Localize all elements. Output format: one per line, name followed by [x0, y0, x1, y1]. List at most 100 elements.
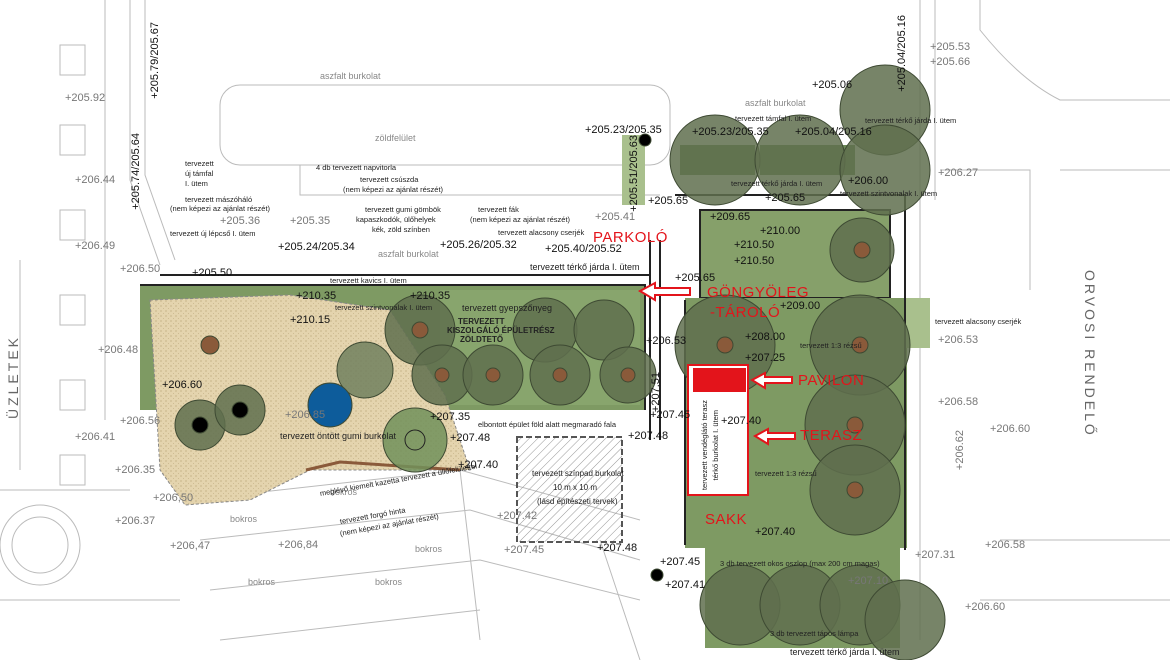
elevation: +207.45 — [504, 544, 545, 556]
elevation: +206.60 — [162, 379, 203, 391]
trees — [174, 64, 946, 660]
pavilion-block — [693, 368, 746, 392]
green-strip — [622, 135, 645, 205]
elevation: +210.50 — [734, 239, 775, 251]
elevation: +205.92 — [65, 92, 106, 104]
surface-label: aszfalt burkolat — [745, 98, 806, 108]
elevation: +205.79/205.67 — [149, 22, 161, 99]
note: tervezett csúszda — [360, 175, 419, 184]
note: 3 db tervezett okos oszlop (max 200 cm m… — [720, 559, 880, 568]
note: tervezett térkő járda I. ütem — [790, 647, 900, 657]
elevation: +206.60 — [965, 601, 1006, 613]
label-packaging: GÖNGYÖLEG — [707, 284, 810, 301]
note: kapaszkodók, ülőhelyek — [356, 215, 436, 224]
surface-label: bokros — [230, 514, 258, 524]
elevation: +209.65 — [710, 211, 751, 223]
elevation: +206.50 — [120, 263, 161, 275]
elevation: +207.42 — [497, 510, 538, 522]
stage-label: 10 m x 10 m — [553, 483, 598, 492]
elevation: +205.04/205.16 — [795, 126, 872, 138]
label-clinic: ORVOSI RENDELŐ — [1082, 270, 1098, 438]
elevation: +206.60 — [990, 423, 1031, 435]
note: tervezett szintvonalak I. ütem — [840, 189, 938, 198]
elevation: +206.49 — [75, 240, 116, 252]
note: (nem képezi az ajánlat részét) — [343, 185, 444, 194]
elevation: +206.53 — [646, 335, 687, 347]
note: térkő burkolat I. ütem — [711, 410, 720, 481]
elevation: +207.48 — [450, 432, 491, 444]
surface-label: bokros — [330, 487, 358, 497]
note: tervezett térkő járda I. ütem — [865, 116, 957, 125]
elevation: +210.50 — [734, 255, 775, 267]
elevation: +206.58 — [985, 539, 1026, 551]
note: tervezett gumi gömbök — [365, 205, 441, 214]
elevation: +205.23/205.35 — [692, 126, 769, 138]
elevation: +205.24/205.34 — [278, 241, 355, 253]
elevation: +210.00 — [760, 225, 801, 237]
elevation: +208.00 — [745, 331, 786, 343]
blue-tree — [307, 382, 353, 428]
surface-label: zöldfelület — [375, 133, 416, 143]
note: KISZOLGÁLÓ ÉPÜLETRÉSZ — [447, 326, 555, 335]
surface-label: aszfalt burkolat — [378, 249, 439, 259]
elevation: +206,84 — [278, 539, 319, 551]
elevation: +206.53 — [938, 334, 979, 346]
note: tervezett fák — [478, 205, 519, 214]
elevation: +207.40 — [721, 415, 762, 427]
note: tervezett mászóháló — [185, 195, 253, 204]
elevation: +205.65 — [765, 192, 806, 204]
elevation: +207.41 — [665, 579, 706, 591]
elevation: +205.36 — [220, 215, 261, 227]
note: 4 db tervezett napvitorla — [316, 163, 397, 172]
elevation: +210.35 — [410, 290, 451, 302]
elevation: +207.45 — [650, 409, 691, 421]
elevation: +205.41 — [595, 211, 636, 223]
note: 3 db tervezett tápos lámpa — [770, 629, 859, 638]
stage-label: tervezett színpad burkolat — [532, 469, 624, 478]
note: tervezett támfal I. ütem — [735, 114, 812, 123]
red-arrows — [637, 281, 796, 446]
note: tervezett alacsony cserjék — [498, 228, 585, 237]
note: tervezett — [185, 159, 214, 168]
elevation: +207.40 — [755, 526, 796, 538]
label-parking: PARKOLÓ — [593, 229, 668, 246]
note: tervezett 1:3 rézsű — [755, 469, 817, 478]
elevation: +210.15 — [290, 314, 331, 326]
elevation: +206.41 — [75, 431, 116, 443]
label-shops: ÜZLETEK — [5, 335, 21, 420]
elevation: +207.31 — [915, 549, 956, 561]
note: tervezett gyepszőnyeg — [462, 303, 553, 313]
elevation: +205.51/205.63 — [628, 135, 640, 212]
elevation: +207.10 — [848, 575, 889, 587]
note: tervezett szintvonalak I. ütem — [335, 303, 433, 312]
elevation: +206,47 — [170, 540, 211, 552]
note: tervezett 1:3 rézsű — [800, 341, 862, 350]
elevation: +206.58 — [938, 396, 979, 408]
surface-label: bokros — [415, 544, 443, 554]
elevation: +206.56 — [120, 415, 161, 427]
elevation: +206.62 — [954, 430, 966, 471]
stage-area — [516, 436, 623, 543]
note: I. ütem — [185, 179, 208, 188]
elevation: +205.65 — [675, 272, 716, 284]
note: elbontott épület föld alatt megmaradó fa… — [478, 420, 617, 429]
label-pavilion: PAVILON — [798, 372, 865, 389]
surface-label: aszfalt burkolat — [320, 71, 381, 81]
surface-label: bokros — [375, 577, 403, 587]
elevation: +206.44 — [75, 174, 116, 186]
elevation: +205.35 — [290, 215, 331, 227]
elevation: +207.35 — [430, 411, 471, 423]
elevation: +206.00 — [848, 175, 889, 187]
note: ZÖLDTETŐ — [460, 335, 504, 344]
elevation: +206.85 — [285, 409, 326, 421]
note: tervezett térkő járda I. ütem — [731, 179, 823, 188]
note: kék, zöld színben — [372, 225, 430, 234]
elevation: +205.50 — [192, 267, 233, 279]
note: tervezett vendéglátó terasz — [700, 400, 709, 491]
elevation: +205.40/205.52 — [545, 243, 622, 255]
note: tervezett alacsony cserjék — [935, 317, 1022, 326]
label-storage: -TÁROLÓ — [710, 304, 781, 321]
elevation: +207.25 — [745, 352, 786, 364]
elevation: +206.35 — [115, 464, 156, 476]
